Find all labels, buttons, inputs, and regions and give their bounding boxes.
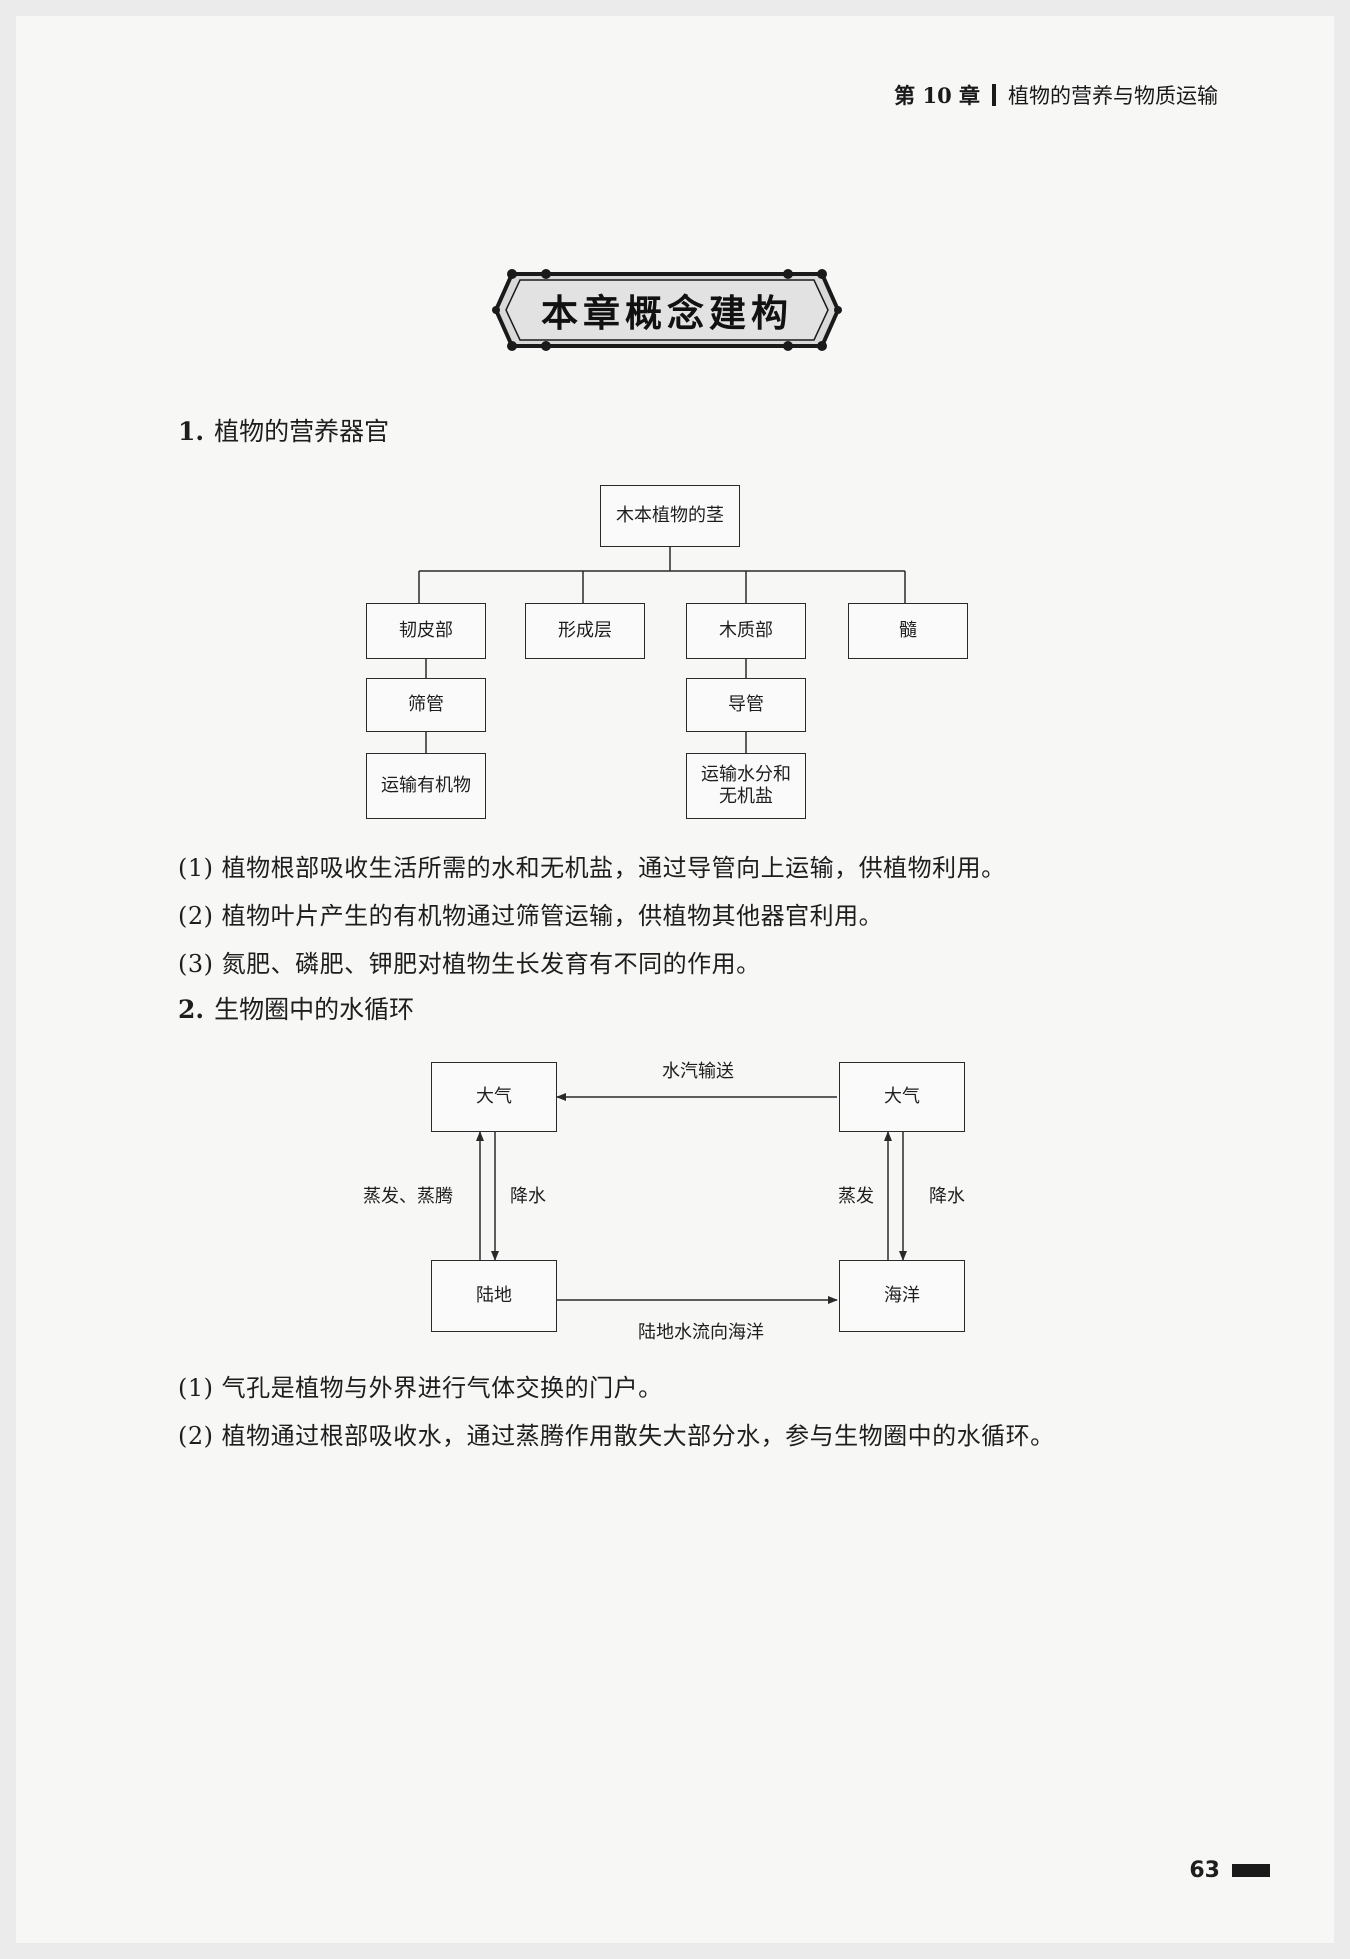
chapter-title: 植物的营养与物质运输 [1008, 84, 1218, 108]
section-1-point-3: (3) 氮肥、磷肥、钾肥对植物生长发育有不同的作用。 [178, 950, 761, 978]
section-1-number: 1. [178, 417, 205, 446]
section-2-heading: 生物圈中的水循环 [214, 995, 415, 1024]
water-cycle-diagram: 大气 大气 陆地 海洋 水汽输送 陆地水流向海洋 蒸发、蒸腾 降水 蒸发 降水 [355, 1052, 995, 1352]
section-2-number: 2. [178, 995, 205, 1024]
section-2-point-1: (1) 气孔是植物与外界进行气体交换的门户。 [178, 1374, 663, 1402]
label-vapor-transport: 水汽输送 [662, 1061, 734, 1082]
page-footer: 63 [1189, 1858, 1270, 1883]
banner-title: 本章概念建构 [541, 292, 793, 335]
banner-frame [492, 269, 842, 351]
node-sieve-tube: 筛管 [366, 678, 486, 732]
stem-structure-diagram: 木本植物的茎 韧皮部 形成层 木质部 髓 筛管 导管 运输有机物 运输水分和 无… [360, 483, 980, 823]
node-xylem: 木质部 [686, 603, 806, 659]
section-1-point-2: (2) 植物叶片产生的有机物通过筛管运输，供植物其他器官利用。 [178, 902, 884, 930]
running-header: 第 10 章 植物的营养与物质运输 [894, 80, 1218, 110]
node-transport-organic: 运输有机物 [366, 753, 486, 819]
label-runoff: 陆地水流向海洋 [638, 1322, 764, 1343]
label-evaporation-transpiration: 蒸发、蒸腾 [363, 1186, 453, 1207]
node-transport-water-line2: 无机盐 [719, 786, 773, 807]
label-precipitation-right: 降水 [929, 1186, 965, 1207]
node-land: 陆地 [431, 1260, 557, 1332]
section-1-point-1: (1) 植物根部吸收生活所需的水和无机盐，通过导管向上运输，供植物利用。 [178, 854, 1006, 882]
node-ocean: 海洋 [839, 1260, 965, 1332]
label-evaporation: 蒸发 [838, 1186, 874, 1207]
node-transport-water-line1: 运输水分和 [701, 764, 791, 786]
header-divider [992, 84, 996, 106]
page-marker [1232, 1864, 1270, 1877]
node-cambium: 形成层 [525, 603, 645, 659]
label-precipitation-left: 降水 [510, 1186, 546, 1207]
node-woody-stem: 木本植物的茎 [600, 485, 740, 547]
section-1-heading: 植物的营养器官 [214, 417, 390, 446]
stem-diagram-connectors [418, 545, 906, 753]
page-number: 63 [1189, 1858, 1220, 1883]
node-transport-water: 运输水分和 无机盐 [686, 753, 806, 819]
node-atmosphere-left: 大气 [431, 1062, 557, 1132]
node-atmosphere-right: 大气 [839, 1062, 965, 1132]
water-cycle-arrows [476, 1093, 907, 1304]
node-vessel: 导管 [686, 678, 806, 732]
node-pith: 髓 [848, 603, 968, 659]
section-1-title: 1. 植物的营养器官 [178, 412, 389, 448]
section-banner: 本章概念建构 [490, 268, 844, 352]
section-2-point-2: (2) 植物通过根部吸收水，通过蒸腾作用散失大部分水，参与生物圈中的水循环。 [178, 1422, 1055, 1450]
node-phloem: 韧皮部 [366, 603, 486, 659]
section-2-title: 2. 生物圈中的水循环 [178, 990, 414, 1026]
chapter-number: 第 10 章 [894, 83, 980, 108]
